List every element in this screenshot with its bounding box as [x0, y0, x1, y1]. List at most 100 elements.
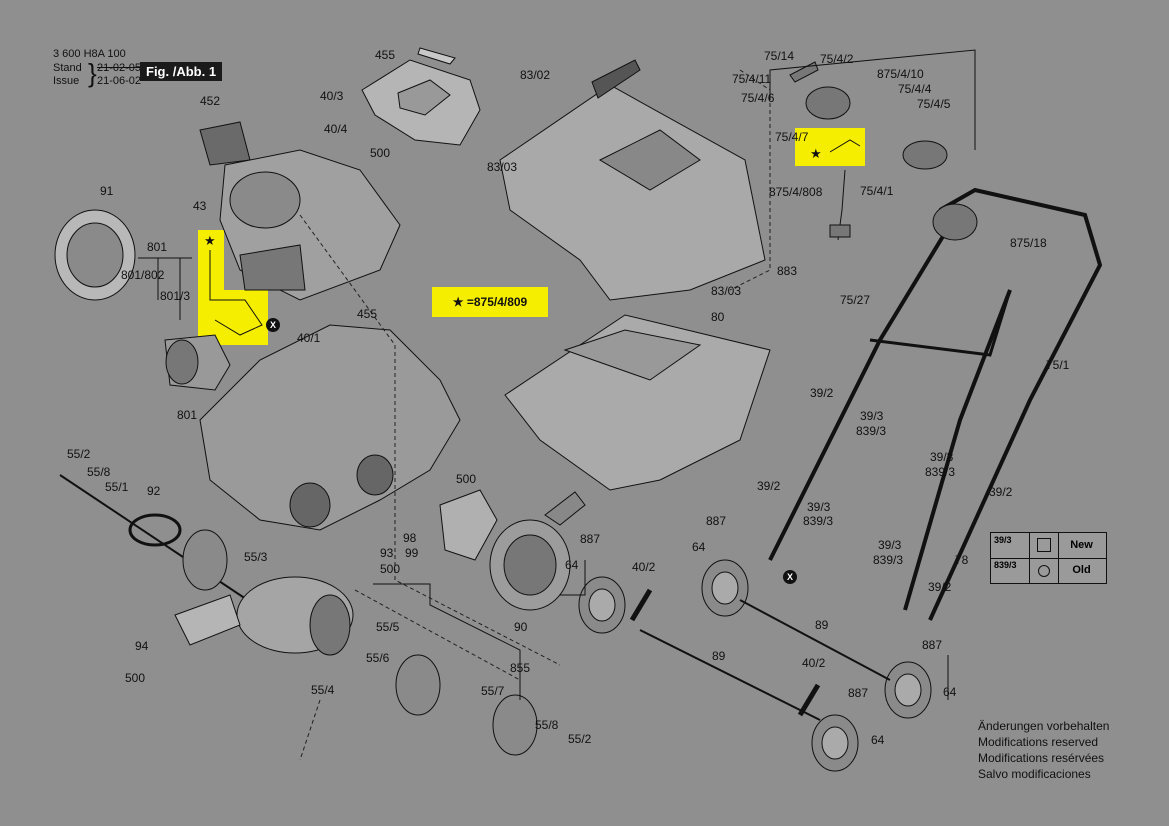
label-452: 452	[200, 94, 221, 108]
x-marker: X	[783, 570, 797, 584]
label-89b: 89	[712, 649, 726, 663]
label-887b: 887	[706, 514, 727, 528]
circle-icon	[1038, 565, 1050, 577]
label-500c: 500	[456, 472, 477, 486]
label-75-4-1: 75/4/1	[860, 184, 894, 198]
label-75-4-5: 75/4/5	[917, 97, 951, 111]
label-55-2b: 55/2	[568, 732, 592, 746]
label-75-4-7: 75/4/7	[775, 130, 809, 144]
label-43: 43	[193, 199, 207, 213]
label-839-3b: 839/3	[925, 465, 956, 479]
bosch-badge-part	[199, 121, 251, 166]
label-855: 855	[510, 661, 531, 675]
label-75-1: 75/1	[1046, 358, 1070, 372]
label-875-18: 875/18	[1010, 236, 1047, 250]
label-64a: 64	[565, 558, 579, 572]
end-cap-part	[492, 694, 538, 756]
stand-label: Stand	[53, 62, 82, 74]
cable-part-right	[829, 139, 861, 153]
label-55-6: 55/6	[366, 651, 390, 665]
note-en: Modifications reserved	[978, 735, 1099, 749]
label-90: 90	[514, 620, 528, 634]
label-94: 94	[135, 639, 149, 653]
star-key-note: ★ =875/4/809	[432, 287, 548, 317]
label-801b: 801	[177, 408, 198, 422]
label-875-4-10: 875/4/10	[877, 67, 924, 81]
label-40-4: 40/4	[324, 122, 348, 136]
label-40-2a: 40/2	[632, 560, 656, 574]
label-83-03a: 83/03	[487, 160, 518, 174]
housing-part	[199, 324, 461, 531]
wheel-887d-part	[811, 714, 859, 772]
label-801-3: 801/3	[160, 289, 191, 303]
label-39-2b: 39/2	[989, 485, 1013, 499]
upper-handle-part	[928, 187, 1103, 621]
label-83-03b: 83/03	[711, 284, 742, 298]
note-es: Salvo modificaciones	[978, 767, 1091, 781]
label-55-1: 55/1	[105, 480, 129, 494]
belt-part	[128, 513, 182, 547]
pulley-part	[182, 529, 228, 591]
grass-box-top-part	[499, 84, 766, 301]
label-455b: 455	[357, 307, 378, 321]
label-39-3a: 39/3	[860, 409, 884, 423]
label-99: 99	[405, 546, 419, 560]
label-75-14: 75/14	[764, 49, 795, 63]
label-875-4-808: 875/4/808	[769, 185, 823, 199]
bracket-part	[174, 594, 241, 646]
label-839-3d: 839/3	[873, 553, 904, 567]
label-55-4: 55/4	[311, 683, 335, 697]
label-75-27: 75/27	[840, 293, 871, 307]
cable-part-left	[209, 250, 263, 336]
note-fr: Modifications resérvées	[978, 751, 1105, 765]
issue-label: Issue	[53, 75, 80, 87]
label-883: 883	[777, 264, 798, 278]
label-39-3d: 39/3	[878, 538, 902, 552]
label-55-3: 55/3	[244, 550, 268, 564]
label-92: 92	[147, 484, 161, 498]
label-55-7: 55/7	[481, 684, 505, 698]
basket-part	[504, 314, 771, 491]
legend-new-label: New	[1070, 539, 1093, 551]
legend-row1-code: 39/3	[994, 535, 1012, 545]
bearing-part	[395, 654, 441, 716]
wheel-887c-part	[884, 661, 932, 719]
wheel-887a-part	[701, 559, 749, 617]
label-39-3b: 39/3	[930, 450, 954, 464]
label-801: 801	[147, 240, 168, 254]
label-64d: 64	[871, 733, 885, 747]
label-75-4-11: 75/4/11	[732, 72, 772, 86]
label-500d: 500	[380, 562, 401, 576]
axle-front-part	[639, 629, 821, 721]
new-old-legend: 39/3 New 839/3 Old	[990, 532, 1107, 584]
highlight-left-bar	[198, 230, 224, 345]
label-78: 78	[955, 553, 969, 567]
label-839-3a: 839/3	[856, 424, 887, 438]
label-91: 91	[100, 184, 114, 198]
modification-notes: Änderungen vorbehalten Modifications res…	[978, 718, 1109, 782]
square-icon	[1037, 538, 1051, 552]
label-80: 80	[711, 310, 725, 324]
star-icon: ★	[204, 233, 216, 248]
label-887a: 887	[580, 532, 601, 546]
highlight-left-foot	[222, 290, 268, 345]
label-75-4-6: 75/4/6	[741, 91, 775, 105]
label-55-5: 55/5	[376, 620, 400, 634]
label-55-2a: 55/2	[67, 447, 91, 461]
label-39-3c: 39/3	[807, 500, 831, 514]
figure-label: Fig. /Abb. 1	[140, 62, 223, 81]
label-887d: 887	[848, 686, 869, 700]
label-839-3c: 839/3	[803, 514, 834, 528]
label-40-2b: 40/2	[802, 656, 826, 670]
side-plate-part	[439, 489, 498, 561]
label-55-8a: 55/8	[87, 465, 111, 479]
label-40-1: 40/1	[297, 331, 321, 345]
stand-date: 21-02-05	[97, 62, 142, 74]
switch-box-part	[805, 86, 851, 120]
label-500: 500	[370, 146, 391, 160]
highlight-right	[795, 128, 865, 166]
label-75-4-4: 75/4/4	[898, 82, 932, 96]
star-icon: ★	[810, 146, 822, 161]
